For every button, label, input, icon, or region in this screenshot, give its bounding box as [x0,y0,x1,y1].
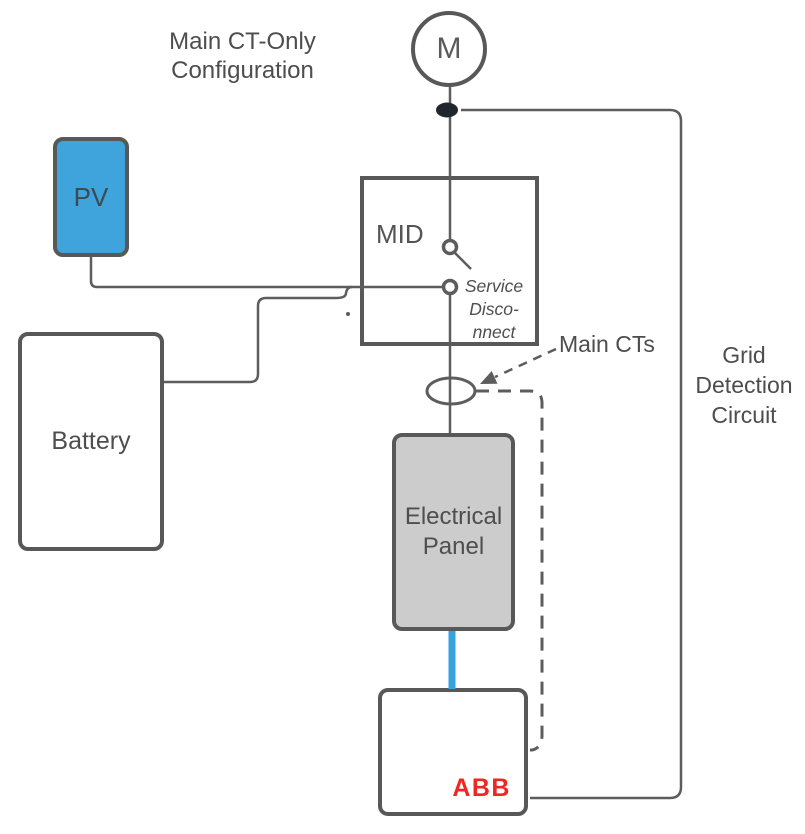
battery-wire [164,285,353,384]
mid-label: MID [376,219,424,249]
meter-label: M [436,32,462,65]
bus-tap-dot [436,102,458,118]
pv-node: PV [53,137,129,257]
pv-label: PV [73,181,109,212]
stray-dot [346,312,350,316]
abb-logo: ABB [452,774,511,802]
diagram-title: Main CT-Only Configuration [169,28,316,85]
inverter-node: ABB [378,688,528,816]
electrical-panel-label: Electrical Panel [404,503,503,560]
meter-node: M [411,11,487,87]
main-cts-label: Main CTs [559,331,655,357]
main-cts-arrow-line [494,347,557,379]
service-disconnect-label: Service Disco-nnect [464,276,524,343]
grid-detection-label: Grid Detection Circuit [695,342,793,428]
battery-node: Battery [18,332,164,551]
battery-label: Battery [51,427,131,455]
electrical-panel-node: Electrical Panel [392,433,515,631]
main-cts-arrowhead [480,371,498,384]
main-ct-ellipse [425,376,477,406]
